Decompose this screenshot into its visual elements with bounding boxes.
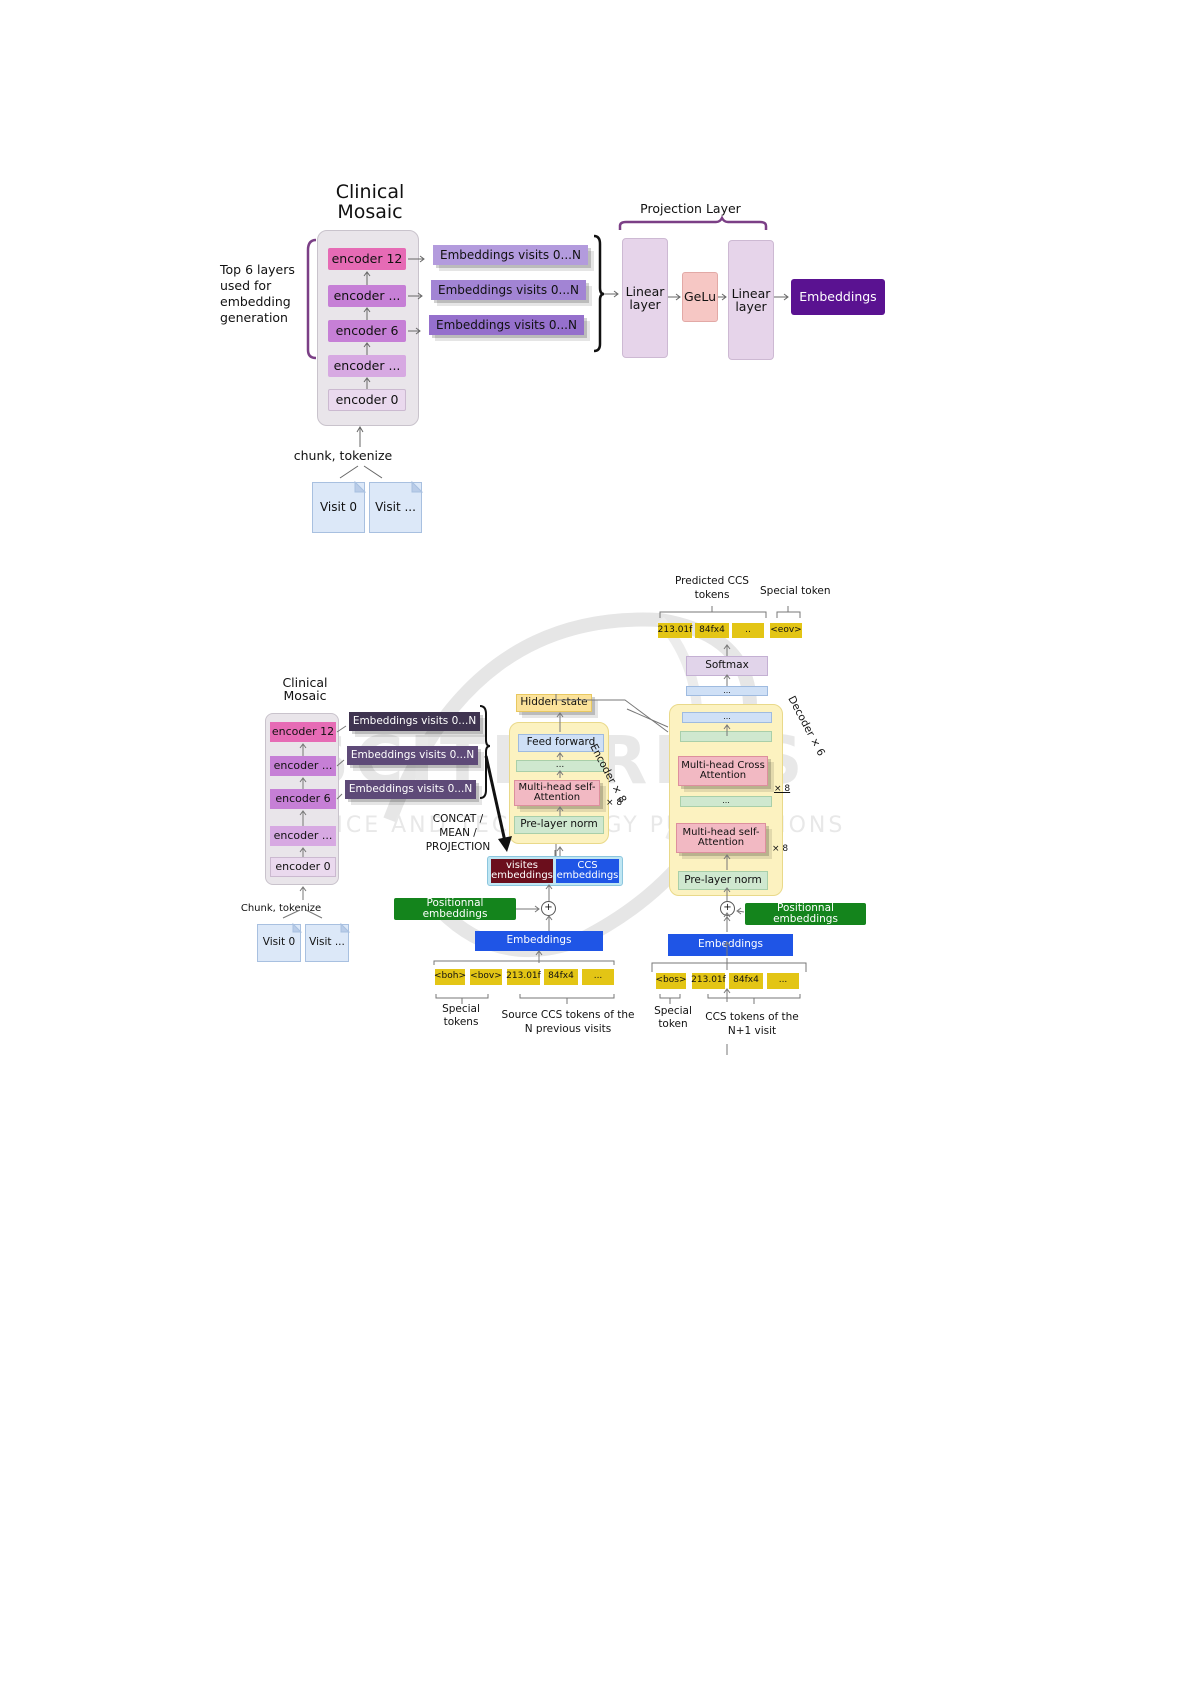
encoder-prenorm: Pre-layer norm <box>514 816 604 834</box>
decoder-top-dots: ... <box>686 686 768 696</box>
decoder-dots-2: ... <box>680 796 772 807</box>
positional-embeddings-right: Positionnal embeddings <box>745 902 866 925</box>
decoder-mhsa: Multi-head self-Attention <box>676 823 766 853</box>
bottom-encoder-dots-upper: encoder ... <box>270 756 336 776</box>
source-token-boh: <boh> <box>434 969 466 985</box>
encoder-feed-forward: Feed forward <box>518 734 604 752</box>
predicted-token-3: .. <box>732 623 764 638</box>
note-line: used for <box>220 278 272 293</box>
source-special-label: Special tokens <box>442 1003 480 1028</box>
bottom-encoder-6: encoder 6 <box>270 789 336 809</box>
source-token-bov: <bov> <box>470 969 502 985</box>
output-embeddings: Embeddings <box>791 279 885 315</box>
bottom-embeddings-visits-1: Embeddings visits 0...N <box>349 712 480 731</box>
combine-line: MEAN / <box>439 827 477 839</box>
predicted-label: Predicted CCS tokens <box>675 575 749 601</box>
bottom-title: Clinical Mosaic <box>270 672 340 706</box>
top-encoder-6: encoder 6 <box>328 320 406 342</box>
visites-embeddings: visites embeddings <box>491 859 553 883</box>
decoder-dots-1: ... <box>682 712 772 723</box>
top-layers-note: Top 6 layers used for embedding generati… <box>220 262 310 326</box>
top-encoder-12: encoder 12 <box>328 248 406 270</box>
decoder-x8a: × 8 <box>774 784 791 794</box>
target-special-label: Special token <box>654 1005 692 1030</box>
hidden-state: Hidden state <box>516 694 592 712</box>
predicted-token-2: 84fx4 <box>695 623 729 638</box>
bottom-encoder-12: encoder 12 <box>270 722 336 742</box>
top-encoder-dots-lower: encoder ... <box>328 355 406 377</box>
source-token-1: 213.01f <box>506 969 541 985</box>
target-ccs-label: CCS tokens of the N+1 visit <box>705 1011 799 1037</box>
positional-embeddings-left: Positionnal embeddings <box>394 897 516 920</box>
top-title-line1: Clinical <box>335 181 405 204</box>
top-embeddings-visits-2: Embeddings visits 0...N <box>431 280 586 300</box>
encoder-x8: × 8 <box>606 798 623 808</box>
target-token-1: 213.01f <box>691 973 726 989</box>
source-token-2: 84fx4 <box>544 969 578 985</box>
decoder-prenorm: Pre-layer norm <box>678 871 768 890</box>
eov-token: <eov> <box>770 623 802 638</box>
special-token-label-top: Special token <box>760 585 831 597</box>
source-token-3: ... <box>582 969 614 985</box>
target-token-2: 84fx4 <box>729 973 763 989</box>
combine-line: PROJECTION <box>425 841 491 853</box>
top-chunk-label: chunk, tokenize <box>293 448 393 464</box>
source-ccs-label: Source CCS tokens of the N previous visi… <box>501 1009 635 1035</box>
bottom-encoder-dots-lower: encoder ... <box>270 826 336 846</box>
projection-layer-title: Projection Layer <box>640 201 741 217</box>
bottom-embeddings-visits-3: Embeddings visits 0...N <box>345 780 476 799</box>
combine-line: CONCAT / <box>432 813 484 825</box>
top-encoder-0: encoder 0 <box>328 389 406 411</box>
embeddings-left: Embeddings <box>475 931 603 951</box>
bottom-title-line1: Clinical <box>282 674 328 690</box>
top-title-line2: Mosaic <box>337 201 403 223</box>
combine-label: CONCAT / MEAN / PROJECTION <box>418 812 498 854</box>
bottom-connectors <box>282 606 807 1055</box>
note-line: Top 6 layers <box>220 262 295 277</box>
gelu-box: GeLu <box>682 272 718 322</box>
predicted-token-1: 213.01f <box>658 623 692 638</box>
plus-left: + <box>541 901 556 916</box>
linear-layer-1: Linear layer <box>622 238 668 358</box>
top-encoder-dots-upper: encoder ... <box>328 285 406 307</box>
target-token-3: ... <box>767 973 799 989</box>
bottom-embeddings-visits-2: Embeddings visits 0...N <box>347 746 478 765</box>
top-embeddings-visits-3: Embeddings visits 0...N <box>429 315 584 335</box>
top-embeddings-visits-1: Embeddings visits 0...N <box>433 245 588 265</box>
linear-layer-2: Linear layer <box>728 240 774 360</box>
bottom-encoder-0: encoder 0 <box>270 857 336 877</box>
top-connectors <box>306 215 789 493</box>
note-line: generation <box>220 310 288 325</box>
ccs-embeddings: CCS embeddings <box>556 859 619 883</box>
bottom-visit-0: Visit 0 <box>257 924 301 962</box>
decoder-cross-attention: Multi-head Cross Attention <box>678 756 768 786</box>
top-title: Clinical Mosaic <box>320 178 420 228</box>
decoder-norm-1 <box>680 731 772 742</box>
bottom-title-line2: Mosaic <box>283 688 327 703</box>
embeddings-right: Embeddings <box>668 934 793 956</box>
bottom-chunk-label: Chunk, tokenize <box>240 902 322 914</box>
encoder-mhsa: Multi-head self-Attention <box>514 780 600 806</box>
decoder-x8b: × 8 <box>772 844 789 854</box>
target-token-bos: <bos> <box>656 973 687 989</box>
note-line: embedding <box>220 294 291 309</box>
